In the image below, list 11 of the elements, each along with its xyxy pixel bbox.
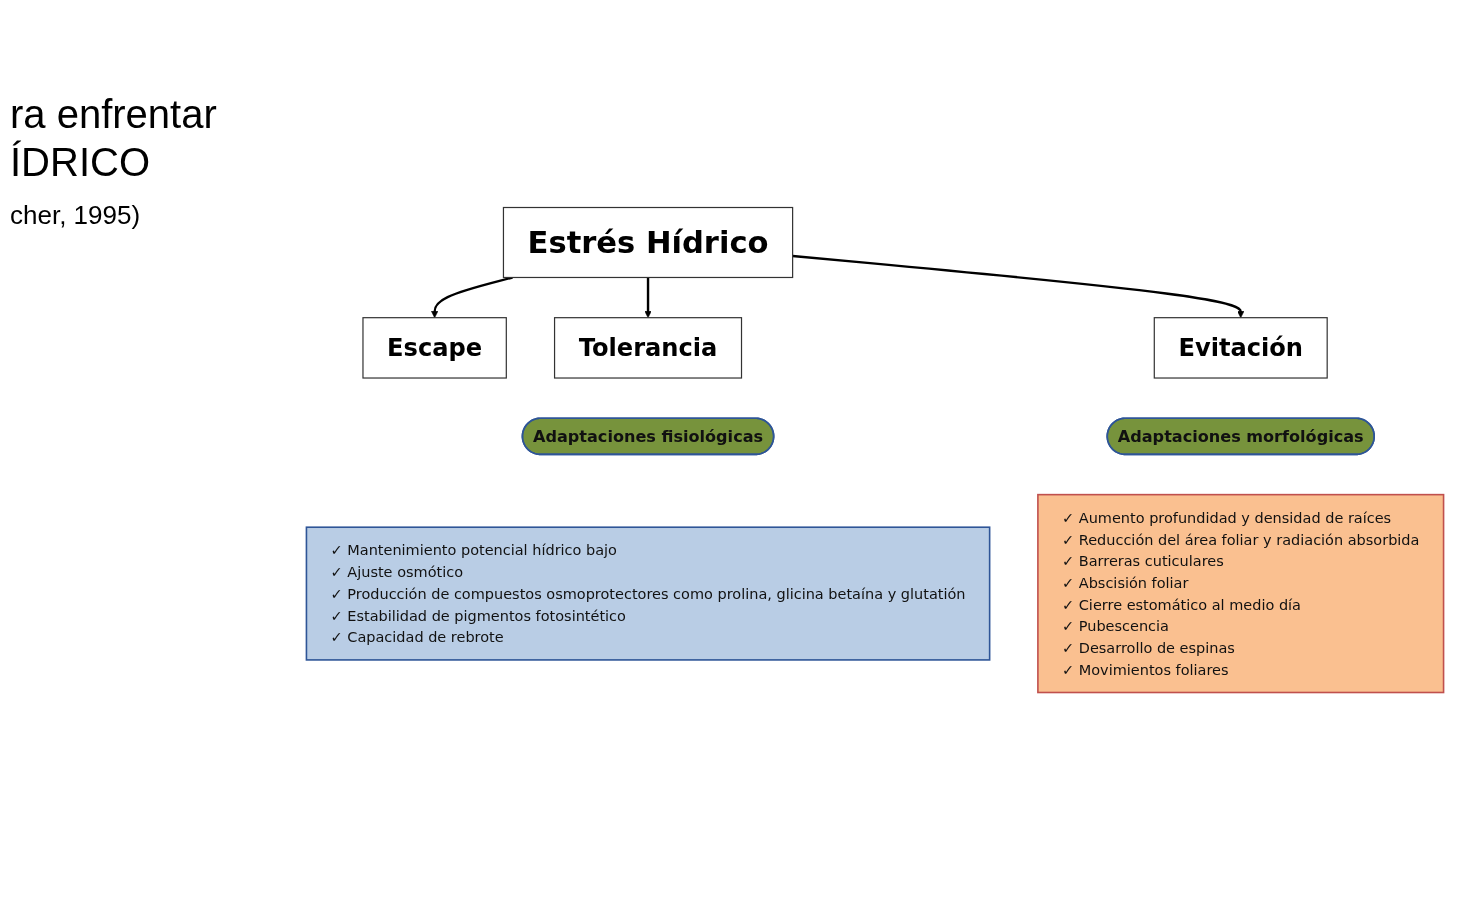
arrow xyxy=(644,277,652,318)
node-box: ✓ Mantenimiento potencial hídrico bajo ✓ Ajuste osmótico ✓ Producción de compuestos osmoprotectores como prolina, glicina betaína y glutatión ✓ Estabilidad de pigmentos fotosintético ✓ Capacidad de rebrote xyxy=(305,526,991,661)
title: ra enfrentar ÍDRICO xyxy=(10,91,218,186)
node-box: Tolerancia xyxy=(553,317,743,379)
node-box: Evitación xyxy=(1153,317,1328,379)
arrow xyxy=(431,276,513,318)
node-box: ✓ Aumento profundidad y densidad de raíces ✓ Reducción del área foliar y radiación absorbida ✓ Barreras cuticulares ✓ Abscisión foliar ✓ Cierre estomático al medio día ✓ Pubescencia ✓ Desarrollo de espinas ✓ Movimientos foliares xyxy=(1037,493,1445,694)
node-box: Escape xyxy=(362,317,507,379)
arrow xyxy=(792,254,1245,318)
citation-note: cher, 1995) xyxy=(10,200,141,231)
node-box: Estrés Hídrico xyxy=(502,206,794,279)
